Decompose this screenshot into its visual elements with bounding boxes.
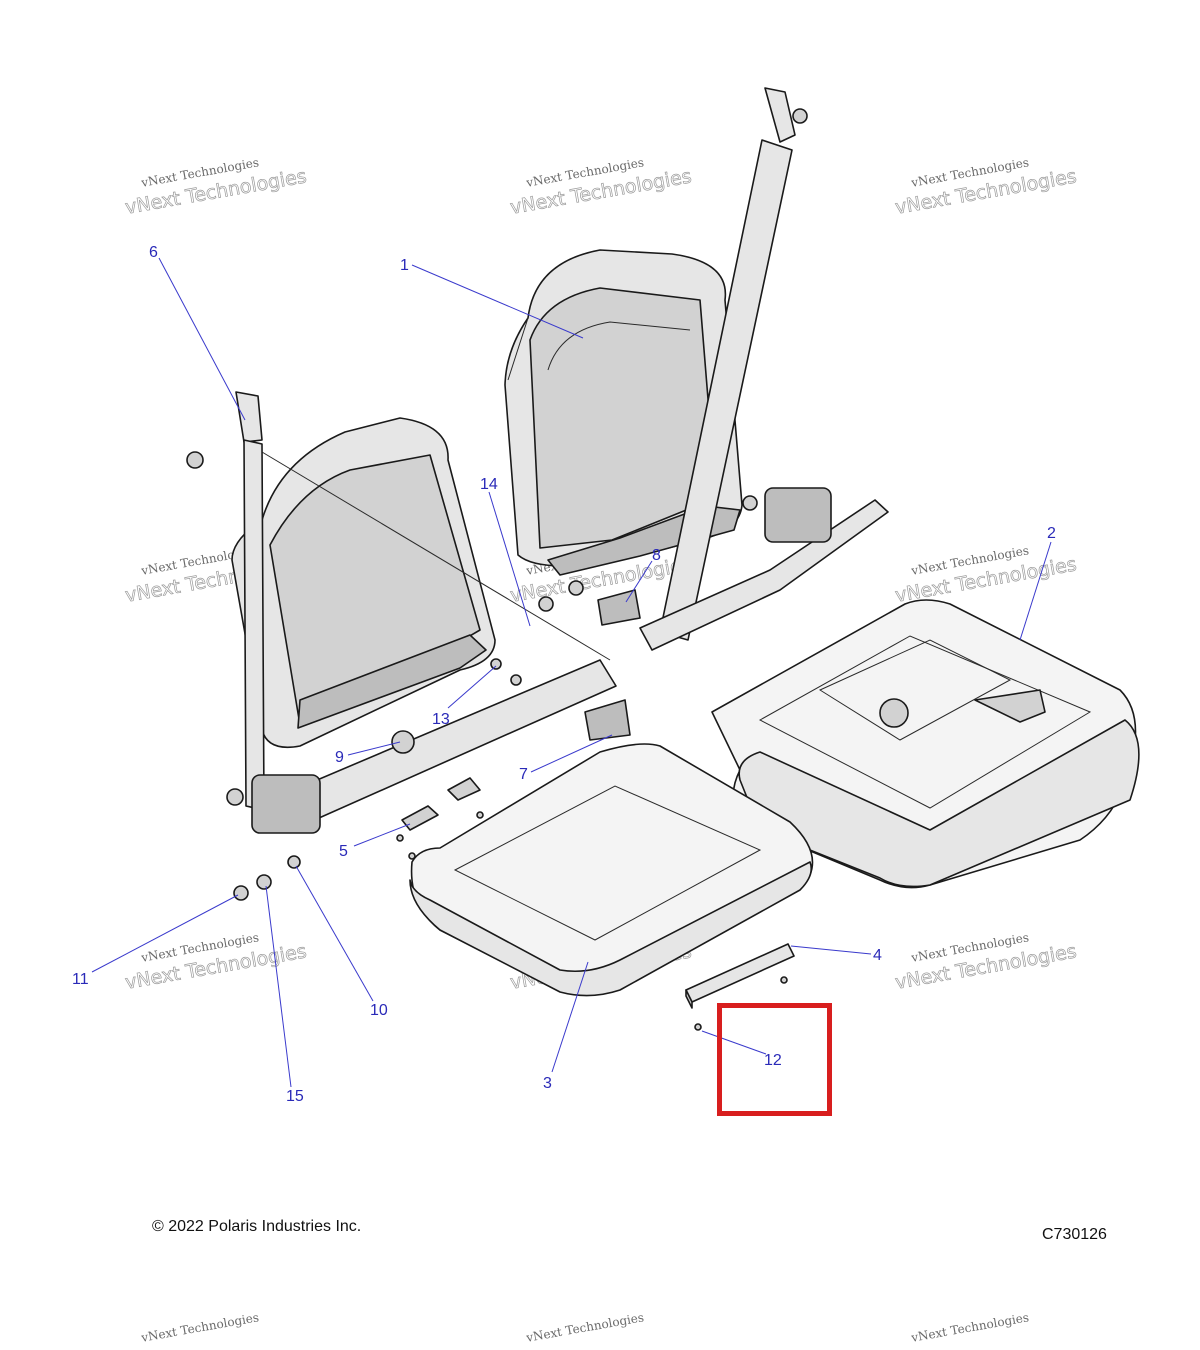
watermark: vNext Technologies [524,1310,645,1345]
callout-14[interactable]: 14 [480,476,498,493]
callout-12[interactable]: 12 [764,1052,782,1069]
callout-4[interactable]: 4 [873,947,882,964]
seat-cushion-center [409,743,814,997]
callouts: 1 2 3 4 5 6 7 8 9 10 11 12 13 14 15 [72,244,1056,1105]
watermark: vNext Technologies vNext Technologies [893,930,1078,994]
hardware [186,108,808,1031]
callout-11[interactable]: 11 [72,971,89,988]
callout-1[interactable]: 1 [400,257,409,274]
watermark-line1: vNext Technologies [909,1310,1030,1345]
seat-back-upper [504,249,743,576]
watermark: vNext Technologies vNext Technologies [508,155,693,219]
watermark: vNext Technologies vNext Technologies [123,155,308,219]
leader-lines [91,257,1052,1088]
callout-10[interactable]: 10 [370,1002,388,1019]
callout-5[interactable]: 5 [339,843,348,860]
callout-13[interactable]: 13 [432,711,450,728]
seat-bracket [685,943,795,1009]
callout-3[interactable]: 3 [543,1075,552,1092]
seat-base-right [711,599,1140,889]
drawing-number: C730126 [1042,1226,1107,1243]
watermark-line1: vNext Technologies [139,1310,260,1345]
callout-9[interactable]: 9 [335,749,344,766]
watermark: vNext Technologies [909,1310,1030,1345]
callout-2[interactable]: 2 [1047,525,1056,542]
callout-8[interactable]: 8 [652,547,661,564]
copyright-notice: © 2022 Polaris Industries Inc. [152,1218,362,1235]
watermark: vNext Technologies vNext Technologies [123,930,308,994]
watermark-line1: vNext Technologies [524,1310,645,1345]
seat-belt-right [639,87,889,651]
watermark: vNext Technologies [139,1310,260,1345]
callout-7[interactable]: 7 [519,766,528,783]
callout-6[interactable]: 6 [149,244,158,261]
seat-belt-left [235,391,617,834]
callout-15[interactable]: 15 [286,1088,304,1105]
watermark: vNext Technologies vNext Technologies [893,155,1078,219]
highlight-box [717,1003,832,1116]
seat-back-left [231,417,496,749]
